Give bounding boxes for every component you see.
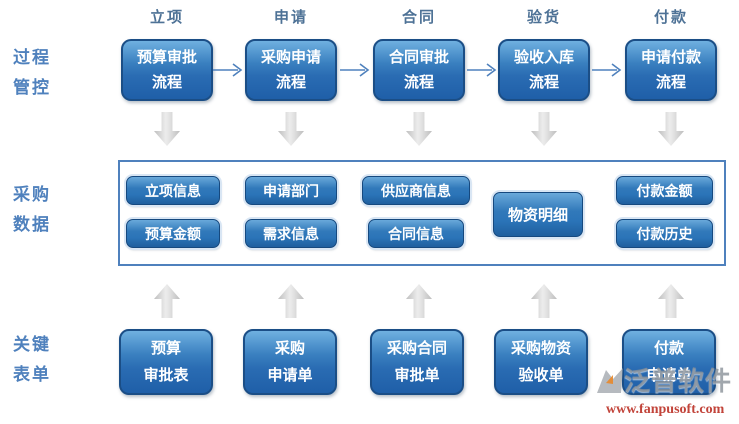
watermark: 泛普软件 www.fanpusoft.com [596, 367, 739, 418]
phase-header-yanhuo: 验货 [526, 8, 561, 26]
row-label-line: 采购 [13, 185, 51, 205]
data-pill-budget-amount: 预算金额 [126, 219, 220, 248]
process-box-line: 合同审批 [388, 48, 449, 66]
up-arrow-icon [406, 284, 432, 318]
row-label-line: 数据 [13, 215, 51, 235]
form-box-purchase-request-form: 采购 申请单 [243, 329, 337, 395]
form-box-line: 预算 [150, 339, 181, 357]
data-pill-request-department: 申请部门 [245, 176, 337, 205]
process-box-contract-approval: 合同审批 流程 [373, 39, 465, 101]
down-arrow-icon [278, 112, 304, 146]
data-pill-contract-info: 合同信息 [368, 219, 464, 248]
form-box-material-receiving-form: 采购物资 验收单 [494, 329, 588, 395]
process-box-payment-request: 申请付款 流程 [625, 39, 717, 101]
down-arrow-icon [658, 112, 684, 146]
form-box-line: 申请单 [646, 366, 692, 384]
form-box-line: 申请单 [267, 366, 313, 384]
form-box-contract-approval-form: 采购合同 审批单 [370, 329, 464, 395]
form-box-line: 审批表 [143, 366, 189, 384]
up-arrow-icon [154, 284, 180, 318]
data-pill-payment-history: 付款历史 [616, 219, 713, 248]
process-box-line: 采购申请 [260, 48, 321, 66]
process-box-line: 流程 [528, 73, 559, 91]
process-box-receiving-warehouse: 验收入库 流程 [498, 39, 590, 101]
data-pill-payment-amount: 付款金额 [616, 176, 713, 205]
process-box-line: 预算审批 [136, 48, 197, 66]
data-pill-demand-info: 需求信息 [245, 219, 337, 248]
form-box-line: 付款 [653, 339, 684, 357]
watermark-url: www.fanpusoft.com [606, 402, 725, 417]
up-arrow-icon [658, 284, 684, 318]
form-box-line: 采购物资 [510, 339, 571, 357]
form-box-payment-request-form: 付款 申请单 [622, 329, 716, 395]
process-box-line: 申请付款 [640, 48, 701, 66]
down-arrow-icon [406, 112, 432, 146]
form-box-line: 审批单 [394, 366, 440, 384]
row-label-line: 过程 [13, 48, 51, 68]
phase-header-lixiang: 立项 [149, 8, 184, 26]
row-label-line: 关键 [13, 335, 51, 355]
flow-arrow-icon [212, 62, 244, 78]
watermark-logo-row: 泛普软件 [596, 367, 739, 401]
form-box-line: 验收单 [518, 366, 564, 384]
row-label-process-control: 过程 管控 [13, 43, 83, 103]
phase-header-hetong: 合同 [401, 8, 436, 26]
flow-arrow-icon [466, 62, 498, 78]
process-box-line: 流程 [275, 73, 306, 91]
watermark-logo-text: 泛普软件 [624, 367, 733, 397]
form-box-line: 采购 [274, 339, 305, 357]
process-box-line: 验收入库 [513, 48, 574, 66]
process-box-line: 流程 [403, 73, 434, 91]
form-box-line: 采购合同 [386, 339, 447, 357]
row-label-key-forms: 关键 表单 [13, 330, 83, 390]
process-box-purchase-request: 采购申请 流程 [245, 39, 337, 101]
up-arrow-icon [278, 284, 304, 318]
flow-arrow-icon [339, 62, 371, 78]
phase-header-shenqing: 申请 [273, 8, 308, 26]
down-arrow-icon [531, 112, 557, 146]
row-label-line: 管控 [13, 78, 51, 98]
fanpu-logo-icon [596, 367, 624, 401]
data-pill-project-info: 立项信息 [126, 176, 220, 205]
form-box-budget-approval-form: 预算 审批表 [119, 329, 213, 395]
row-label-procurement-data: 采购 数据 [13, 180, 83, 240]
row-label-line: 表单 [13, 365, 51, 385]
data-pill-supplier-info: 供应商信息 [362, 176, 470, 205]
process-box-budget-approval: 预算审批 流程 [121, 39, 213, 101]
down-arrow-icon [154, 112, 180, 146]
phase-header-fukuan: 付款 [653, 8, 688, 26]
process-box-line: 流程 [655, 73, 686, 91]
data-pill-material-detail: 物资明细 [493, 192, 583, 237]
flow-arrow-icon [591, 62, 623, 78]
process-box-line: 流程 [151, 73, 182, 91]
up-arrow-icon [531, 284, 557, 318]
